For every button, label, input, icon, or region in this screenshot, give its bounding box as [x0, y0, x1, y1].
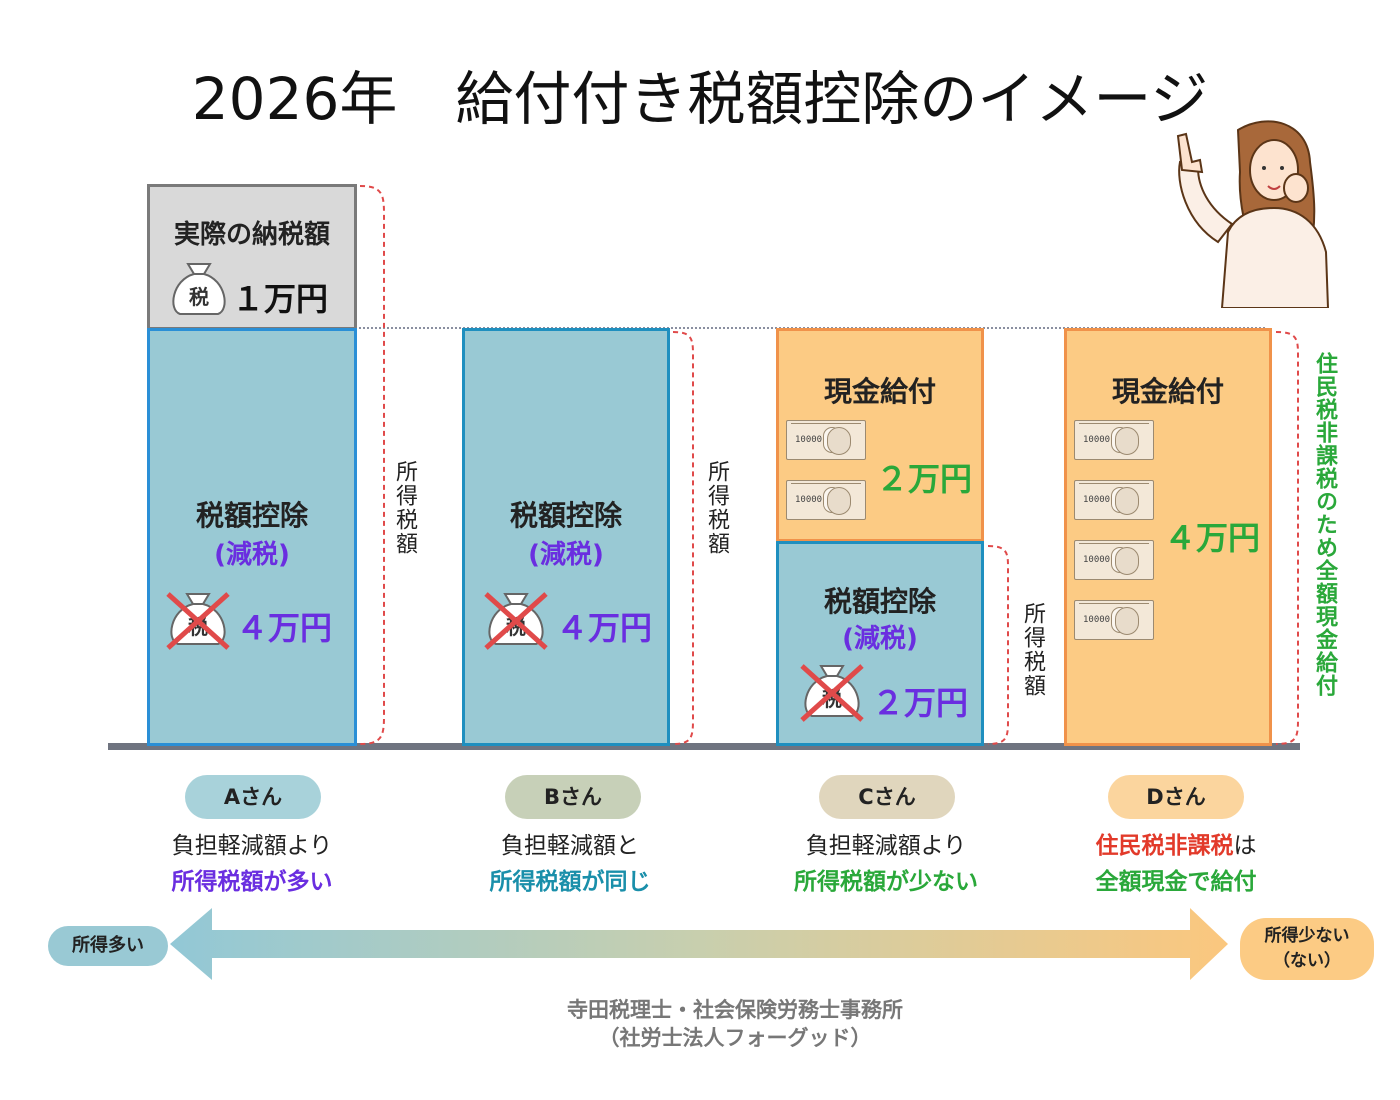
actual-tax-amount: １万円	[232, 274, 342, 320]
d-cash-amount: ４万円	[1164, 513, 1274, 559]
c-desc-line1: 負担軽減額より	[752, 828, 1020, 864]
b-income-tax-label: 所得税額	[700, 460, 732, 556]
b-deduction-label: 税額控除	[462, 494, 670, 534]
a-desc-line2: 所得税額が多い	[122, 864, 382, 900]
c-description: 負担軽減額より 所得税額が少ない	[752, 828, 1020, 900]
person-a-pill: Aさん	[185, 775, 321, 819]
footer: 寺田税理士・社会保険労務士事務所 （社労士法人フォーグッド）	[0, 996, 1400, 1052]
c-cash-label: 現金給付	[776, 370, 984, 410]
banknote-icon: 10000	[1074, 480, 1154, 520]
d-desc-line2: 全額現金で給付	[1046, 864, 1306, 900]
c-desc-line2: 所得税額が少ない	[752, 864, 1020, 900]
banknote-icon: 10000	[1074, 420, 1154, 460]
banknote-icon: 10000	[786, 420, 866, 460]
a-deduction-sub: (減税)	[147, 534, 357, 571]
crossed-tax-bag-icon: 税	[162, 590, 234, 650]
tax-bag-icon: 税	[166, 258, 232, 318]
banknote-icon: 10000	[1074, 600, 1154, 640]
income-low-line2: （ない）	[1240, 949, 1374, 974]
c-income-tax-bracket	[986, 544, 1014, 746]
woman-pointing-illustration	[1168, 112, 1338, 308]
c-income-tax-label: 所得税額	[1016, 602, 1048, 698]
d-desc-line1: 住民税非課税は	[1046, 828, 1306, 864]
a-deduction-amount: ４万円	[236, 603, 346, 649]
a-income-tax-bracket	[358, 184, 390, 746]
b-deduction-sub: (減税)	[462, 534, 670, 571]
c-deduction-sub: (減税)	[776, 618, 984, 655]
d-cash-label: 現金給付	[1064, 370, 1272, 410]
actual-tax-label: 実際の納税額	[147, 214, 357, 251]
d-side-note: 住民税非課税のため全額現金給付	[1308, 352, 1340, 697]
footer-line2: （社労士法人フォーグッド）	[0, 1024, 1400, 1052]
tax-bag-glyph: 税	[189, 285, 209, 309]
b-deduction-amount: ４万円	[556, 603, 666, 649]
b-description: 負担軽減額と 所得税額が同じ	[440, 828, 700, 900]
a-desc-line1: 負担軽減額より	[122, 828, 382, 864]
gradient-double-arrow	[170, 908, 1232, 980]
income-low-line1: 所得少ない	[1240, 924, 1374, 949]
c-cash-amount: ２万円	[876, 454, 986, 500]
footer-line1: 寺田税理士・社会保険労務士事務所	[0, 996, 1400, 1024]
a-deduction-label: 税額控除	[147, 494, 357, 534]
a-income-tax-label: 所得税額	[388, 460, 420, 556]
banknote-icon: 10000	[1074, 540, 1154, 580]
income-low-label: 所得少ない （ない）	[1240, 918, 1374, 980]
b-desc-line2: 所得税額が同じ	[440, 864, 700, 900]
d-description: 住民税非課税は 全額現金で給付	[1046, 828, 1306, 900]
b-income-tax-bracket	[671, 330, 699, 746]
person-d-pill: Dさん	[1108, 775, 1244, 819]
c-deduction-amount: ２万円	[872, 678, 982, 724]
d-cash-bracket	[1274, 330, 1304, 746]
income-high-label: 所得多い	[48, 926, 168, 966]
c-deduction-label: 税額控除	[776, 580, 984, 620]
crossed-tax-bag-icon: 税	[480, 590, 552, 650]
b-desc-line1: 負担軽減額と	[440, 828, 700, 864]
person-c-pill: Cさん	[819, 775, 955, 819]
a-description: 負担軽減額より 所得税額が多い	[122, 828, 382, 900]
crossed-tax-bag-icon: 税	[796, 662, 868, 722]
banknote-icon: 10000	[786, 480, 866, 520]
person-b-pill: Bさん	[505, 775, 641, 819]
